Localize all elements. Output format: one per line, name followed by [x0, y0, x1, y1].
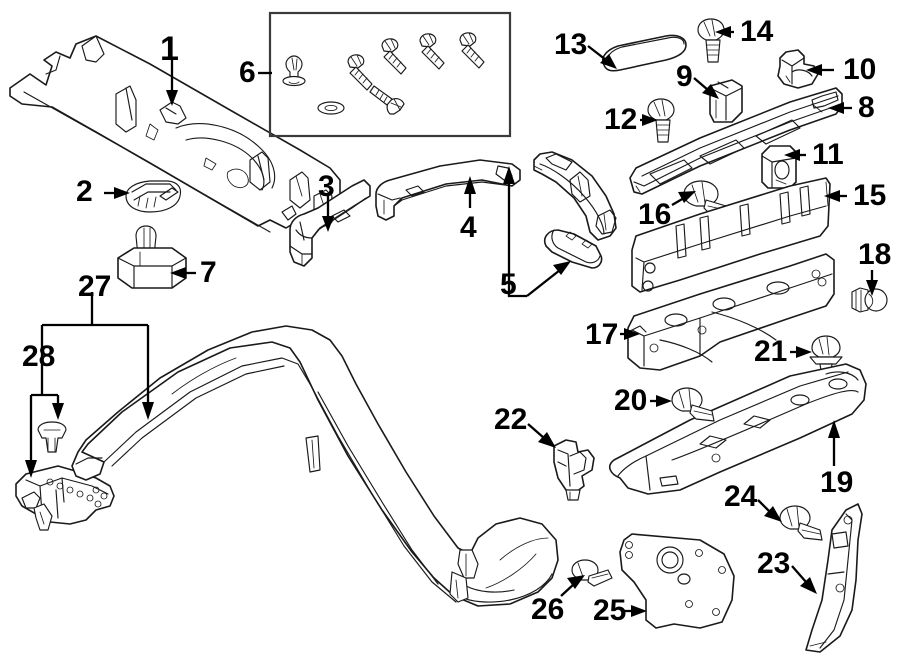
- callout-label-26: 26: [531, 593, 565, 626]
- part-18-stud-bolt: [851, 287, 888, 313]
- leader-23: [791, 565, 817, 594]
- hardware-screw-4: [459, 32, 485, 69]
- callout-label-22: 22: [494, 403, 528, 436]
- callout-label-1: 1: [160, 30, 179, 68]
- leader-28: [25, 362, 64, 478]
- part-2-latch-cover-cap: [125, 180, 182, 213]
- callout-label-18: 18: [858, 238, 892, 271]
- callout-label-6: 6: [239, 56, 256, 89]
- hardware-screw-3: [419, 33, 445, 70]
- leader-8: [828, 102, 852, 114]
- callout-label-13: 13: [554, 28, 588, 61]
- part-28b-latch-plate: [15, 465, 115, 531]
- leader-27: [40, 292, 154, 420]
- part-28a-retainer-clip: [37, 421, 67, 453]
- callout-label-25: 25: [593, 594, 627, 627]
- leader-1: [166, 58, 178, 106]
- callout-label-21: 21: [754, 335, 788, 368]
- leader-25: [624, 605, 647, 617]
- callout-label-23: 23: [757, 547, 791, 580]
- hardware-screw-5: [369, 85, 405, 115]
- part-27-convertible-top-storage-cover: [71, 325, 559, 607]
- part-1-rear-trim-panel: [9, 35, 341, 233]
- part-22-side-latch-bracket: [553, 439, 595, 501]
- leader-2: [104, 187, 130, 199]
- part-5b-tube: [543, 229, 603, 269]
- leader-13: [587, 45, 617, 69]
- part-25-wheelhouse-bracket-plate: [619, 533, 735, 629]
- callout-label-7: 7: [200, 256, 217, 289]
- leader-9: [693, 77, 719, 99]
- leader-18: [866, 270, 878, 296]
- callout-label-19: 19: [820, 466, 854, 499]
- leader-12: [640, 114, 658, 126]
- part-11-mounting-bracket-tab: [761, 145, 797, 189]
- hardware-screw-1: [347, 54, 373, 91]
- hardware-kit-box: [268, 11, 512, 138]
- callout-label-11: 11: [812, 138, 844, 171]
- part-10-corner-retainer-clip: [777, 49, 819, 89]
- part-15-side-panel-reinforcement: [631, 177, 831, 293]
- leader-11: [784, 149, 806, 161]
- callout-label-9: 9: [676, 60, 693, 93]
- leader-10: [806, 64, 834, 76]
- part-17-lower-side-panel: [627, 253, 835, 371]
- callout-label-14: 14: [740, 15, 774, 48]
- part-24-stud-bolt: [779, 505, 823, 541]
- part-5a-side-rail-bracket: [533, 151, 617, 241]
- leader-20: [650, 395, 672, 407]
- part-4-curved-trim-molding: [375, 159, 521, 221]
- part-23-corner-filler-panel: [805, 503, 863, 653]
- callout-label-20: 20: [614, 384, 648, 417]
- leader-14: [715, 26, 734, 38]
- callout-label-8: 8: [858, 91, 875, 124]
- hardware-rivet-clip: [282, 55, 306, 87]
- callout-label-4: 4: [460, 211, 477, 244]
- part-19-rear-quarter-trim-panel: [608, 363, 867, 495]
- part-14-screw: [697, 18, 725, 63]
- leader-19: [828, 420, 840, 466]
- callout-label-12: 12: [604, 103, 638, 136]
- callout-label-28: 28: [22, 340, 56, 373]
- part-7-striker-bumper-stop: [117, 225, 187, 289]
- leader-5: [503, 166, 571, 298]
- callout-label-27: 27: [78, 270, 112, 303]
- callout-label-2: 2: [76, 175, 93, 208]
- hardware-washer: [317, 101, 345, 115]
- leader-24: [757, 499, 782, 522]
- leader-4: [464, 176, 476, 208]
- leader-15: [824, 190, 847, 202]
- callout-label-16: 16: [638, 198, 672, 231]
- leader-22: [527, 423, 556, 448]
- part-26-stud-bolt: [571, 559, 613, 587]
- leader-16: [671, 191, 696, 206]
- callout-label-10: 10: [843, 53, 877, 86]
- callout-label-3: 3: [318, 170, 335, 203]
- part-9-retainer-clip: [709, 79, 743, 123]
- part-20-stud-bolt: [671, 387, 715, 422]
- leader-17: [620, 328, 640, 340]
- callout-label-17: 17: [585, 318, 619, 351]
- callout-label-15: 15: [853, 179, 887, 212]
- part-13-finish-trim-strip: [602, 34, 687, 72]
- leader-26: [560, 575, 585, 597]
- part-12-screw: [647, 98, 675, 143]
- leader-21: [790, 346, 812, 358]
- hardware-screw-2: [381, 38, 407, 75]
- leader-3: [322, 196, 334, 232]
- leader-7: [170, 267, 196, 279]
- callout-label-5: 5: [500, 268, 517, 301]
- part-3-side-trim-bracket: [289, 179, 371, 267]
- callout-label-24: 24: [724, 480, 758, 513]
